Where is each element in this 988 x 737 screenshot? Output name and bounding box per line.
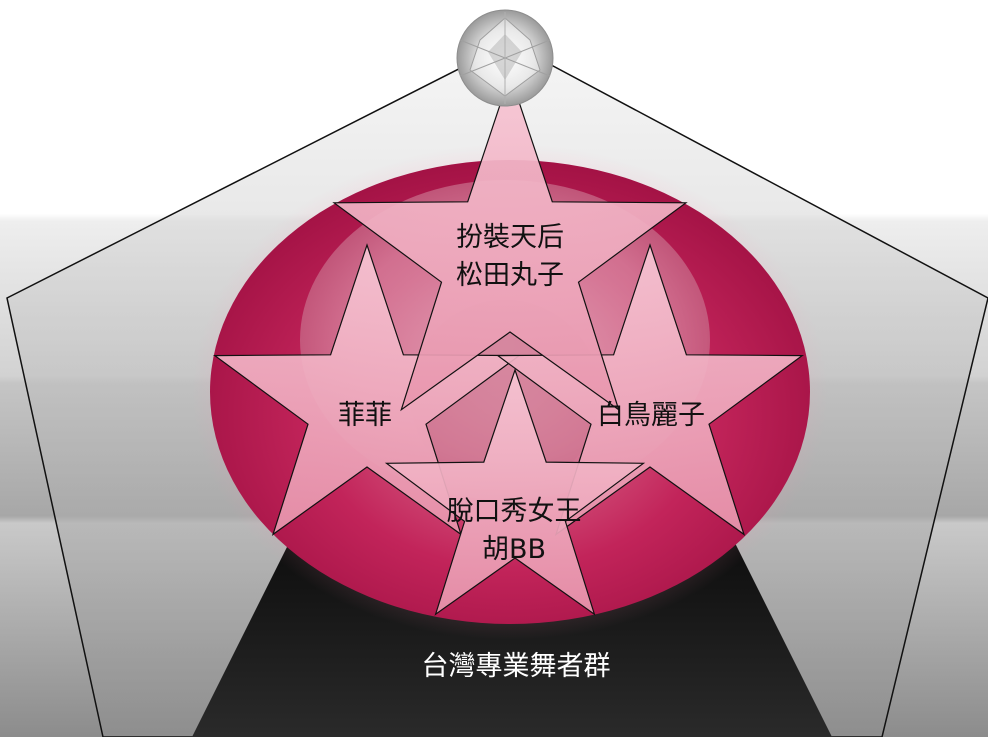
star-bottom — [384, 368, 646, 616]
star-top — [332, 73, 688, 412]
diamond-icon — [456, 9, 554, 107]
star-top-line2: 松田丸子 — [456, 260, 564, 291]
stars-layer — [212, 73, 805, 616]
star-right — [495, 243, 805, 536]
star-left — [212, 243, 522, 536]
star-left-label: 菲菲 — [338, 400, 392, 431]
star-bottom-label: 脫口秀女王 胡BB — [447, 493, 582, 569]
base-label: 台灣專業舞者群 — [421, 651, 611, 682]
star-top-line1: 扮裝天后 — [456, 222, 564, 253]
star-top-label: 扮裝天后 松田丸子 — [456, 219, 564, 295]
star-right-label: 白鳥麗子 — [597, 400, 705, 431]
star-bottom-line2: 胡BB — [481, 534, 547, 565]
star-bottom-line1: 脫口秀女王 — [446, 496, 582, 527]
